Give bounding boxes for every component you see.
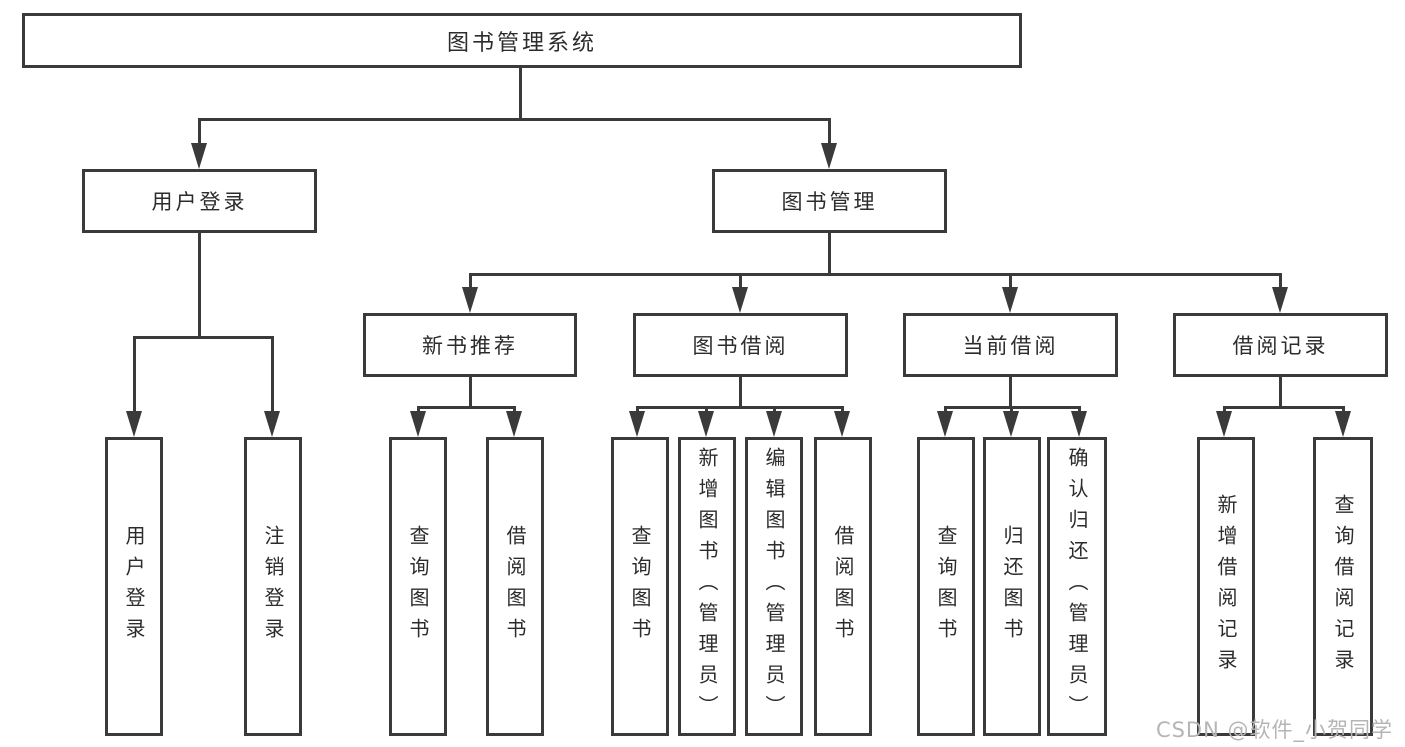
arrowhead: [937, 411, 953, 437]
arrowhead: [629, 411, 645, 437]
leaf-query-books-current: 查询图书: [917, 437, 975, 736]
connector: [133, 336, 136, 414]
arrowhead: [732, 287, 748, 313]
leaf-query-books-recommend-label: 查询图书: [406, 524, 430, 649]
leaf-edit-book-admin: 编辑图书（管理员）: [745, 437, 803, 736]
leaf-borrow-books-borrowing: 借阅图书: [814, 437, 872, 736]
leaf-edit-book-admin-label: 编辑图书（管理员）: [762, 447, 786, 726]
connector: [1279, 273, 1282, 289]
connector: [1279, 377, 1282, 408]
arrowhead: [1003, 411, 1019, 437]
leaf-add-book-admin-label: 新增图书（管理员）: [695, 447, 719, 726]
arrowhead: [1002, 287, 1018, 313]
arrowhead: [126, 411, 142, 437]
leaf-query-borrow-record-label: 查询借阅记录: [1331, 493, 1355, 680]
connector: [198, 118, 831, 121]
leaf-borrow-books-borrowing-label: 借阅图书: [831, 524, 855, 649]
leaf-query-books-current-label: 查询图书: [934, 524, 958, 649]
node-new-book-recommend: 新书推荐: [363, 313, 577, 377]
arrowhead: [410, 411, 426, 437]
connector: [636, 406, 844, 409]
leaf-user-login: 用户登录: [105, 437, 163, 736]
arrowhead: [462, 287, 478, 313]
connector: [198, 118, 201, 146]
connector: [198, 233, 201, 336]
leaf-confirm-return-admin: 确认归还（管理员）: [1047, 437, 1107, 736]
leaf-user-login-label: 用户登录: [122, 524, 146, 649]
csdn-watermark: CSDN @软件_小贺同学: [1155, 718, 1393, 742]
connector: [133, 336, 274, 339]
leaf-add-borrow-record: 新增借阅记录: [1197, 437, 1255, 736]
connector: [469, 273, 1282, 276]
node-current-borrowing: 当前借阅: [903, 313, 1118, 377]
leaf-return-books: 归还图书: [983, 437, 1041, 736]
node-library-management-system: 图书管理系统: [22, 13, 1022, 68]
connector: [417, 406, 515, 409]
node-book-borrowing: 图书借阅: [633, 313, 848, 377]
arrowhead: [1071, 411, 1087, 437]
arrowhead: [506, 411, 522, 437]
arrowhead: [821, 143, 837, 169]
leaf-logout: 注销登录: [244, 437, 302, 736]
connector: [1223, 406, 1344, 409]
leaf-borrow-books-recommend-label: 借阅图书: [503, 524, 527, 649]
leaf-confirm-return-admin-label: 确认归还（管理员）: [1065, 447, 1089, 726]
leaf-add-borrow-record-label: 新增借阅记录: [1214, 493, 1238, 680]
arrowhead: [1272, 287, 1288, 313]
arrowhead: [834, 411, 850, 437]
arrowhead: [1335, 411, 1351, 437]
connector: [519, 68, 522, 118]
leaf-add-book-admin: 新增图书（管理员）: [678, 437, 736, 736]
connector: [828, 118, 831, 146]
arrowhead: [766, 411, 782, 437]
connector: [1009, 377, 1012, 408]
arrowhead: [264, 411, 280, 437]
node-book-management: 图书管理: [712, 169, 947, 233]
leaf-return-books-label: 归还图书: [1000, 524, 1024, 649]
connector: [739, 377, 742, 408]
node-borrowing-records: 借阅记录: [1173, 313, 1388, 377]
connector: [828, 233, 831, 273]
connector: [1009, 273, 1012, 289]
leaf-query-books-borrowing: 查询图书: [611, 437, 669, 736]
leaf-query-books-borrowing-label: 查询图书: [628, 524, 652, 649]
leaf-borrow-books-recommend: 借阅图书: [486, 437, 544, 736]
arrowhead: [698, 411, 714, 437]
node-user-login: 用户登录: [82, 169, 317, 233]
leaf-query-borrow-record: 查询借阅记录: [1313, 437, 1373, 736]
connector: [469, 377, 472, 408]
connector: [739, 273, 742, 289]
leaf-query-books-recommend: 查询图书: [389, 437, 447, 736]
arrowhead: [191, 143, 207, 169]
leaf-logout-label: 注销登录: [261, 524, 285, 649]
connector: [469, 273, 472, 289]
arrowhead: [1216, 411, 1232, 437]
connector: [271, 336, 274, 414]
